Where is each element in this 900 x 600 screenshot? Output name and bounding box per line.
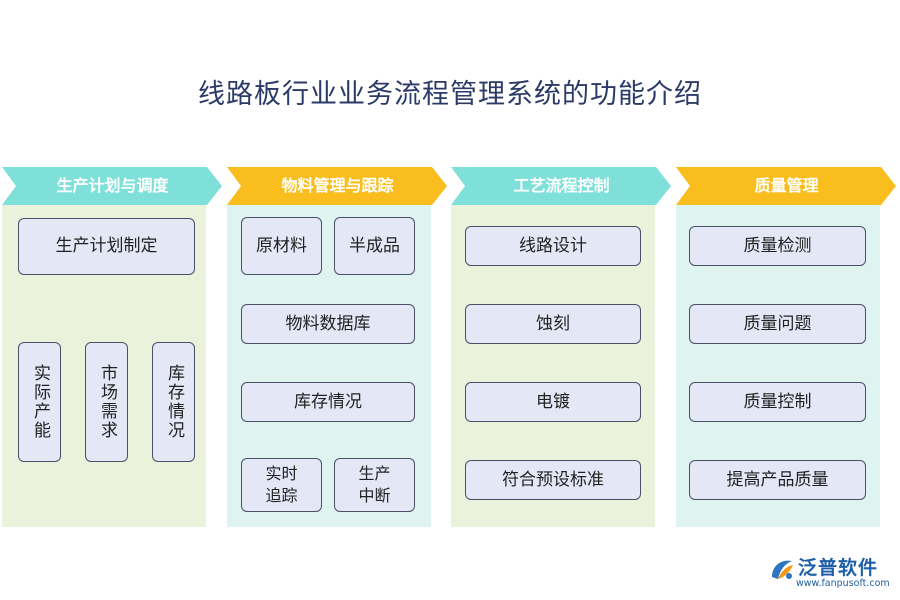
box-actual-capacity: 实际产能 (18, 342, 61, 462)
fanpu-logo-icon (772, 560, 793, 579)
column-4-header-label: 质量管理 (754, 176, 819, 195)
box-electroplating: 电镀 (465, 382, 641, 422)
box-raw-material: 原材料 (241, 217, 322, 275)
box-semi-finished: 半成品 (334, 217, 415, 275)
box-etching: 蚀刻 (465, 304, 641, 344)
column-4-header: 质量管理 (676, 167, 897, 205)
column-2-header: 物料管理与跟踪 (227, 167, 448, 205)
page-title: 线路板行业业务流程管理系统的功能介绍 (198, 79, 702, 110)
box-improve-quality: 提高产品质量 (689, 460, 866, 500)
box-production-plan: 生产计划制定 (18, 218, 195, 275)
column-3-header-label: 工艺流程控制 (513, 176, 610, 195)
box-realtime-tracking: 实时追踪 (241, 458, 322, 512)
box-realtime-tracking-label: 实时追踪 (265, 464, 298, 505)
box-quality-inspection: 质量检测 (689, 226, 866, 266)
box-market-demand: 市场需求 (85, 342, 128, 462)
column-1-header: 生产计划与调度 (2, 167, 223, 205)
box-material-database: 物料数据库 (241, 304, 415, 344)
brand-logo: 泛普软件 www.fanpusoft.com (768, 553, 898, 593)
box-inventory-status-2: 库存情况 (241, 382, 415, 422)
box-meet-standards: 符合预设标准 (465, 460, 641, 500)
column-3-header: 工艺流程控制 (451, 167, 672, 205)
column-1-header-label: 生产计划与调度 (56, 176, 169, 195)
box-production-interruption: 生产中断 (334, 458, 415, 512)
logo-name: 泛普软件 (798, 557, 879, 579)
box-circuit-design: 线路设计 (465, 226, 641, 266)
box-inventory-status-1: 库存情况 (152, 342, 195, 462)
logo-url: www.fanpusoft.com (796, 578, 890, 589)
box-production-interruption-label: 生产中断 (358, 464, 391, 505)
box-quality-control: 质量控制 (689, 382, 866, 422)
box-quality-issues: 质量问题 (689, 304, 866, 344)
column-2-header-label: 物料管理与跟踪 (281, 176, 394, 195)
